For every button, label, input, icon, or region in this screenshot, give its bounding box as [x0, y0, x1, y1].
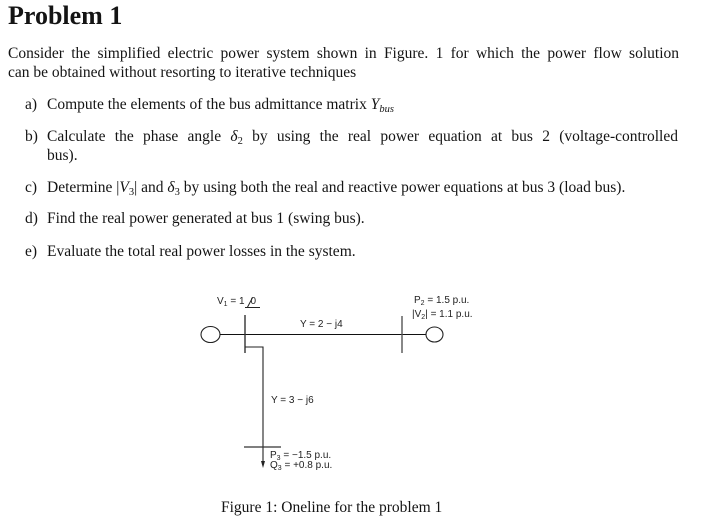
math-symbol-delta: δ [167, 179, 175, 196]
task-text-line-1: Calculate the phase angle δ2 by using th… [47, 127, 678, 147]
power-subscript: 3 [276, 455, 281, 462]
math-subscript: 3 [128, 187, 135, 198]
intro-line-1: Consider the simplified electric power s… [8, 45, 679, 62]
bus-3-reactive-power-label: Q3 = +0.8 p.u. [270, 460, 332, 472]
figure-caption: Figure 1: Oneline for the problem 1 [221, 499, 443, 516]
task-text-mid: and [137, 179, 168, 196]
task-label: a) [25, 96, 38, 113]
power-symbol: P [414, 295, 421, 306]
power-value: = −1.5 p.u. [280, 450, 332, 461]
task-text-after: by using both the real and reactive powe… [179, 179, 626, 196]
task-text: Compute the elements of the bus admittan… [47, 95, 394, 115]
transmission-line-1-3 [245, 346, 264, 462]
voltage-symbol: |V [412, 309, 422, 320]
math-subscript: bus [379, 104, 394, 115]
task-text: Determine |V3| and δ3 by using both the … [47, 178, 625, 198]
line-1-2-admittance-label: Y = 2 − j4 [300, 319, 343, 330]
power-symbol: P [270, 450, 277, 461]
task-text: Evaluate the total real power losses in … [47, 243, 356, 260]
power-value: = 1.5 p.u. [424, 295, 470, 306]
task-label: e) [25, 243, 38, 260]
voltage-value: | = 1.1 p.u. [425, 309, 473, 320]
task-label: c) [25, 179, 38, 196]
task-text-after: by using the real power equation at bus … [242, 128, 678, 145]
reactive-power-subscript: 3 [277, 465, 282, 472]
intro-line-2: can be obtained without resorting to ite… [8, 64, 357, 81]
task-text-before: Determine [47, 179, 117, 196]
task-label: d) [25, 210, 38, 227]
voltage-magnitude: = 1 [227, 296, 245, 307]
task-label: b) [25, 128, 38, 145]
abs-bar-close: | [134, 179, 138, 196]
task-text-before: Calculate the phase angle [47, 128, 231, 145]
voltage-subscript: 1 [223, 301, 228, 308]
reactive-power-symbol: Q [270, 460, 278, 471]
bus-2-voltage-label: |V2| = 1.1 p.u. [412, 309, 473, 321]
math-subscript: 3 [174, 187, 180, 198]
math-symbol-v: V [119, 179, 129, 196]
voltage-angle: 0 [244, 297, 261, 308]
problem-heading: Problem 1 [8, 1, 123, 30]
voltage-symbol: V [217, 296, 224, 307]
task-text-line-2: bus). [47, 147, 78, 164]
reactive-power-value: = +0.8 p.u. [281, 460, 333, 471]
load-arrow-icon [261, 461, 265, 468]
voltage-subscript: 2 [421, 314, 426, 321]
generator-bus-2-icon [425, 326, 444, 343]
bus-2-real-power-label: P2 = 1.5 p.u. [414, 295, 469, 307]
bus-3-real-power-label: P3 = −1.5 p.u. [270, 450, 331, 462]
math-symbol-delta: δ [230, 128, 238, 145]
task-text-body: Compute the elements of the bus admittan… [47, 96, 371, 113]
task-text: Find the real power generated at bus 1 (… [47, 210, 365, 227]
generator-bus-1-icon [200, 325, 221, 344]
math-subscript: 2 [237, 136, 243, 147]
power-subscript: 2 [420, 300, 425, 307]
abs-bar-open: | [116, 179, 120, 196]
line-1-3-admittance-label: Y = 3 − j6 [271, 395, 314, 406]
math-symbol-y: Y [370, 96, 380, 113]
